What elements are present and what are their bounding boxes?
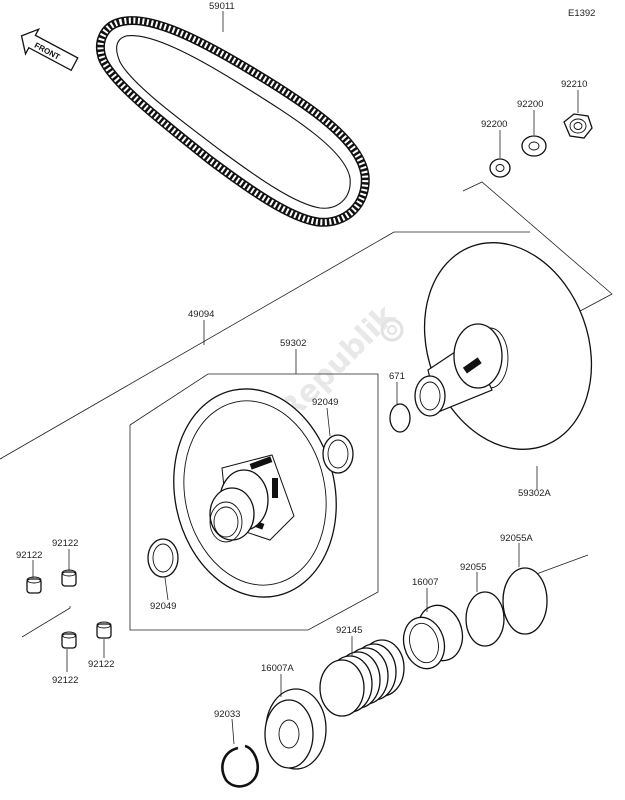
drive-belt xyxy=(95,16,370,227)
label-plug-2: 92122 xyxy=(52,538,78,549)
label-spring: 92145 xyxy=(336,625,362,636)
plug-4 xyxy=(96,621,112,639)
label-plug-4: 92122 xyxy=(88,659,114,670)
plug-3 xyxy=(61,631,77,649)
label-cam: 16007A xyxy=(261,663,294,674)
o-ring xyxy=(389,403,411,433)
label-seal-lower: 92049 xyxy=(150,601,176,612)
plug-2 xyxy=(61,569,77,587)
seal-lower xyxy=(147,538,179,578)
label-seal-upper: 92049 xyxy=(312,397,338,408)
diagram-code: E1392 xyxy=(568,8,595,19)
gear-watermark-icon xyxy=(380,318,404,342)
fixed-sheave xyxy=(173,388,337,598)
label-ring-a: 92055A xyxy=(500,533,533,544)
label-belt: 59011 xyxy=(209,1,235,12)
label-nut: 92210 xyxy=(561,79,587,90)
washer-lower xyxy=(489,158,511,178)
spring xyxy=(319,639,405,717)
nut xyxy=(563,113,593,139)
label-o-ring: 671 xyxy=(389,371,405,382)
ring-a xyxy=(502,567,548,635)
label-washer-lower: 92200 xyxy=(481,119,507,130)
bushing xyxy=(402,604,464,670)
circlip xyxy=(221,744,259,788)
label-plug-1: 92122 xyxy=(16,550,42,561)
label-sheave-fixed: 59302 xyxy=(280,338,306,349)
label-washer-upper: 92200 xyxy=(517,99,543,110)
washer-upper xyxy=(521,135,547,157)
label-plug-3: 92122 xyxy=(52,675,78,686)
label-sheave-movable: 59302A xyxy=(518,488,551,499)
label-pulley-assy: 49094 xyxy=(188,309,214,320)
label-circlip: 92033 xyxy=(214,709,240,720)
label-bushing: 16007 xyxy=(412,577,438,588)
ring xyxy=(465,591,505,647)
label-ring: 92055 xyxy=(460,562,486,573)
front-arrow-icon: FRONT xyxy=(20,27,79,72)
cam xyxy=(264,688,327,770)
plug-1 xyxy=(26,576,42,594)
seal-upper xyxy=(322,434,354,474)
movable-sheave xyxy=(414,242,593,450)
